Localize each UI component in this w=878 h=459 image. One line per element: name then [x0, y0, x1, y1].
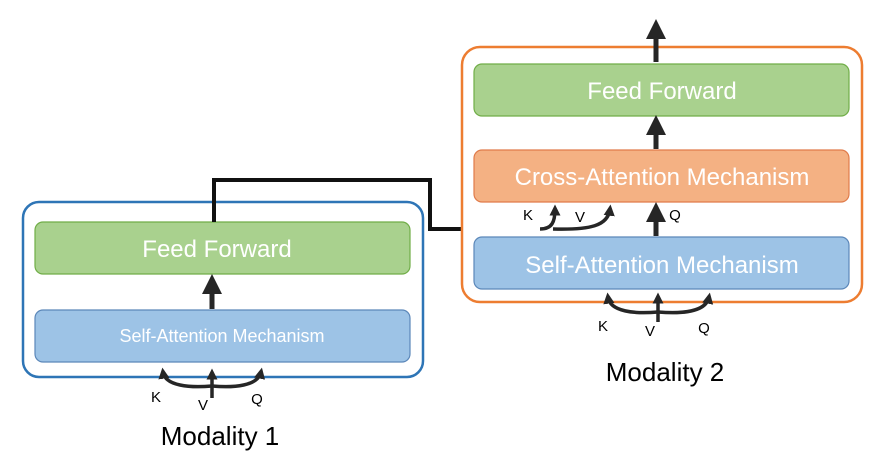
modality-2-cross-q-label: Q: [669, 207, 681, 224]
modality-2-v-label: V: [645, 323, 655, 340]
modality-1-self-attention-box: [34, 309, 411, 363]
modality-2-feed-forward-label: Feed Forward: [587, 78, 736, 105]
modality-1-caption: Modality 1: [161, 421, 280, 451]
modality-2-self-attention-box: [473, 236, 850, 290]
modality-1-k-label: K: [151, 389, 161, 406]
modality-1-v-label: V: [198, 397, 208, 414]
modality-2-cross-k-label: K: [523, 207, 533, 224]
modality-1-feed-forward-box: [34, 221, 411, 275]
modality-2-qkv-arrows: [603, 292, 714, 322]
modality-2-block: Feed Forward Cross-Attention Mechanism S…: [460, 19, 864, 387]
modality-2-cross-kv-arrows: [539, 204, 615, 231]
modality-1-self-attention-label: Self-Attention Mechanism: [119, 326, 324, 346]
modality-1-feed-forward-label: Feed Forward: [142, 236, 291, 263]
modality-2-cross-v-label: V: [575, 209, 585, 226]
modality-2-caption: Modality 2: [606, 357, 725, 387]
modality-1-qkv-arrows: [158, 367, 266, 398]
modality-2-q-label: Q: [698, 320, 710, 337]
modality-2-k-label: K: [598, 318, 608, 335]
modality-1-block: Feed Forward Self-Attention Mechanism K …: [21, 200, 425, 451]
modality-2-cross-attention-label: Cross-Attention Mechanism: [515, 164, 810, 191]
modality-1-q-label: Q: [251, 391, 263, 408]
modality-2-self-attention-label: Self-Attention Mechanism: [525, 252, 798, 279]
